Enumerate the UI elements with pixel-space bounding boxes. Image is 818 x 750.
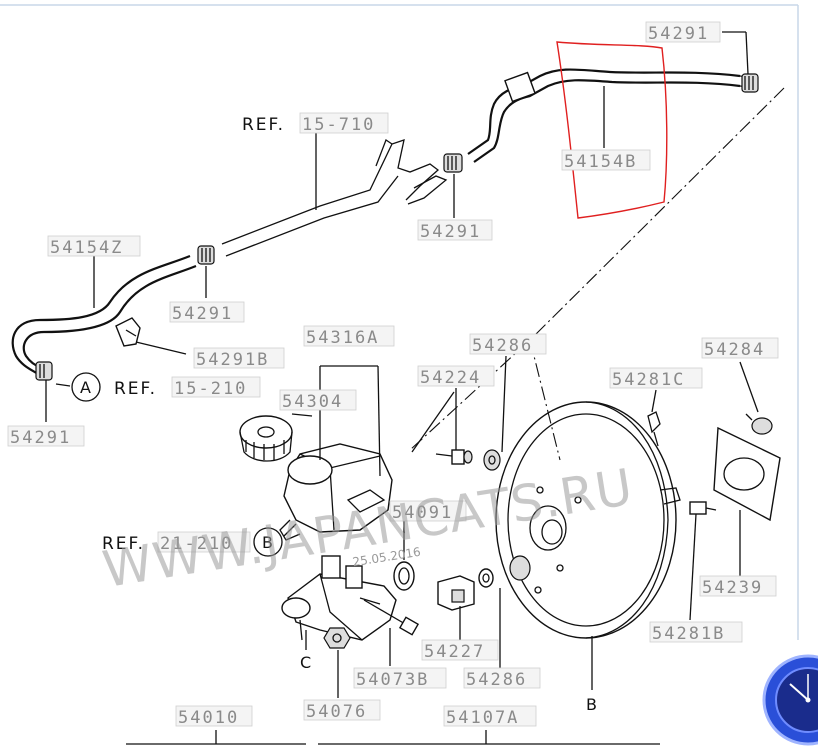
label-circle-A: A: [80, 378, 91, 397]
hose-clamp-top: [741, 73, 759, 93]
hose-clamp-left: [197, 245, 215, 265]
label-54286-bottom: 54286: [466, 670, 527, 690]
highlight-mark: [556, 41, 668, 219]
check-valve-54224: [435, 449, 473, 465]
reservoir-54316A: [279, 443, 393, 541]
bolt-54073B: [363, 599, 420, 636]
label-54073B: 54073B: [356, 670, 429, 690]
bolt-54281B: [689, 501, 717, 515]
label-ref-15-710-word: REF.: [242, 115, 285, 135]
hose-clamp-mid: [443, 153, 463, 173]
o-ring-54091: [393, 561, 415, 591]
label-54091: 54091: [392, 503, 453, 523]
callout-circle-A: [71, 372, 101, 402]
label-54291-mid: 54291: [420, 222, 481, 242]
label-54076: 54076: [306, 702, 367, 722]
clip-54291B: [115, 317, 141, 347]
vacuum-pipe-ref-15-710: [221, 139, 448, 257]
washer-54286-bottom: [478, 568, 494, 588]
label-circle-B: B: [262, 533, 273, 552]
label-54291-bottom: 54291: [10, 428, 71, 448]
label-54316A: 54316A: [306, 328, 379, 348]
label-54107A: 54107A: [446, 708, 519, 728]
label-ref-15-210-word: REF.: [114, 379, 157, 399]
master-cylinder-54010: [281, 555, 397, 641]
reservoir-cap-54304: [239, 415, 293, 462]
clip-54281C: [647, 411, 661, 447]
label-54227: 54227: [424, 642, 485, 662]
clock-widget: [762, 654, 818, 746]
nut-54076: [323, 627, 351, 649]
label-54281C: 54281C: [612, 370, 685, 390]
label-ref-15-710-num: 15-710: [302, 115, 375, 135]
pin-54284: [745, 413, 773, 435]
callout-circle-B: [253, 527, 283, 557]
label-ref-21-210-num: 21-210: [160, 534, 233, 554]
part-labels: 54291 54154B REF. 15-710 54291 54154Z 54…: [7, 21, 779, 728]
label-ref-15-210-num: 15-210: [174, 379, 247, 399]
grommet-54286-top: [483, 449, 501, 471]
hose-clamp-bottom-left: [35, 361, 53, 381]
label-54010: 54010: [178, 708, 239, 728]
label-C: C: [300, 653, 311, 672]
label-54291B: 54291B: [196, 350, 269, 370]
label-54291-left: 54291: [172, 304, 233, 324]
vacuum-hose-54154Z: [11, 254, 197, 375]
label-54281B: 54281B: [652, 624, 725, 644]
gasket-54239: [713, 426, 781, 522]
label-54154Z: 54154Z: [50, 238, 123, 258]
vacuum-hose-54154B: [467, 68, 757, 163]
brake-booster-54107A: [495, 401, 681, 639]
label-B-booster: B: [586, 695, 597, 714]
label-54239: 54239: [702, 578, 763, 598]
label-54154B: 54154B: [564, 152, 637, 172]
label-54291-top: 54291: [648, 24, 709, 44]
label-54224: 54224: [420, 368, 481, 388]
label-54284: 54284: [704, 340, 765, 360]
label-54286-top: 54286: [472, 336, 533, 356]
label-54304: 54304: [282, 392, 343, 412]
label-ref-21-210-word: REF.: [102, 534, 145, 554]
switch-54227: [437, 575, 475, 611]
